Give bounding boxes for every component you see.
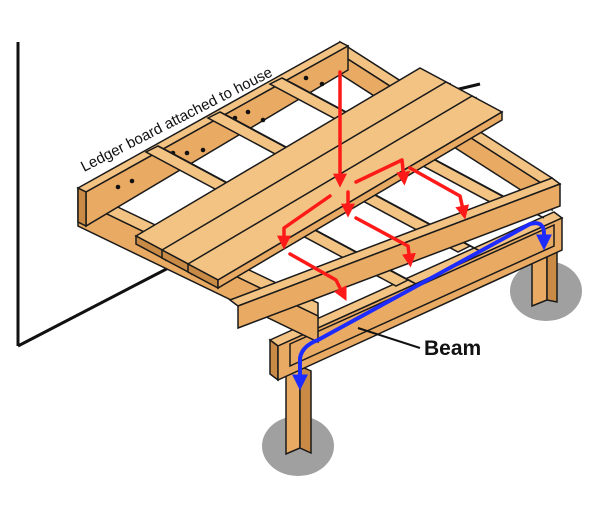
blue-load-arrow — [292, 221, 552, 391]
beam-label: Beam — [424, 337, 481, 360]
beam-leader-line — [357, 327, 421, 349]
